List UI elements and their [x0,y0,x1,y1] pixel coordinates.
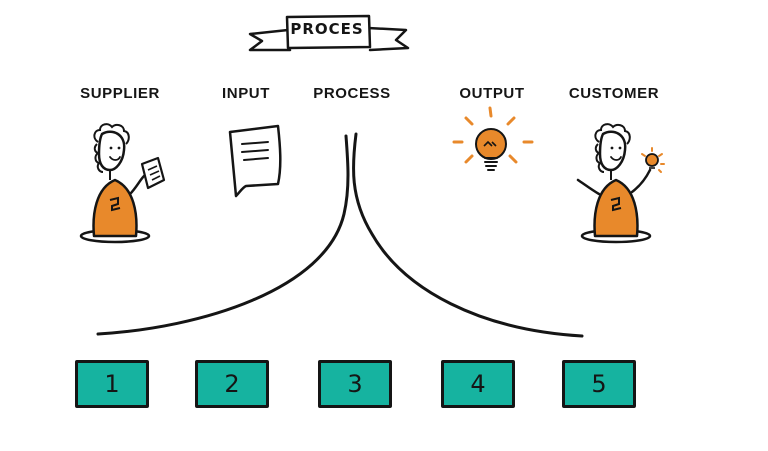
customer-person-icon [576,123,665,244]
step-box-2: 2 [195,360,269,408]
document-icon [228,124,282,198]
label-process: PROCESS [313,85,391,102]
label-customer: CUSTOMER [568,85,660,102]
label-output: OUTPUT [459,85,525,102]
step-number: 3 [347,370,363,398]
step-box-1: 1 [75,360,149,408]
step-box-3: 3 [318,360,392,408]
supplier-person-icon [79,123,166,244]
label-supplier: SUPPLIER [80,85,160,102]
step-box-4: 4 [441,360,515,408]
step-box-5: 5 [562,360,636,408]
step-number: 2 [224,370,240,398]
step-number: 5 [591,370,607,398]
step-number: 4 [470,370,486,398]
step-number: 1 [104,370,120,398]
lightbulb-icon [452,106,534,171]
label-input: INPUT [222,85,270,102]
banner-title: PROCES [290,20,364,38]
